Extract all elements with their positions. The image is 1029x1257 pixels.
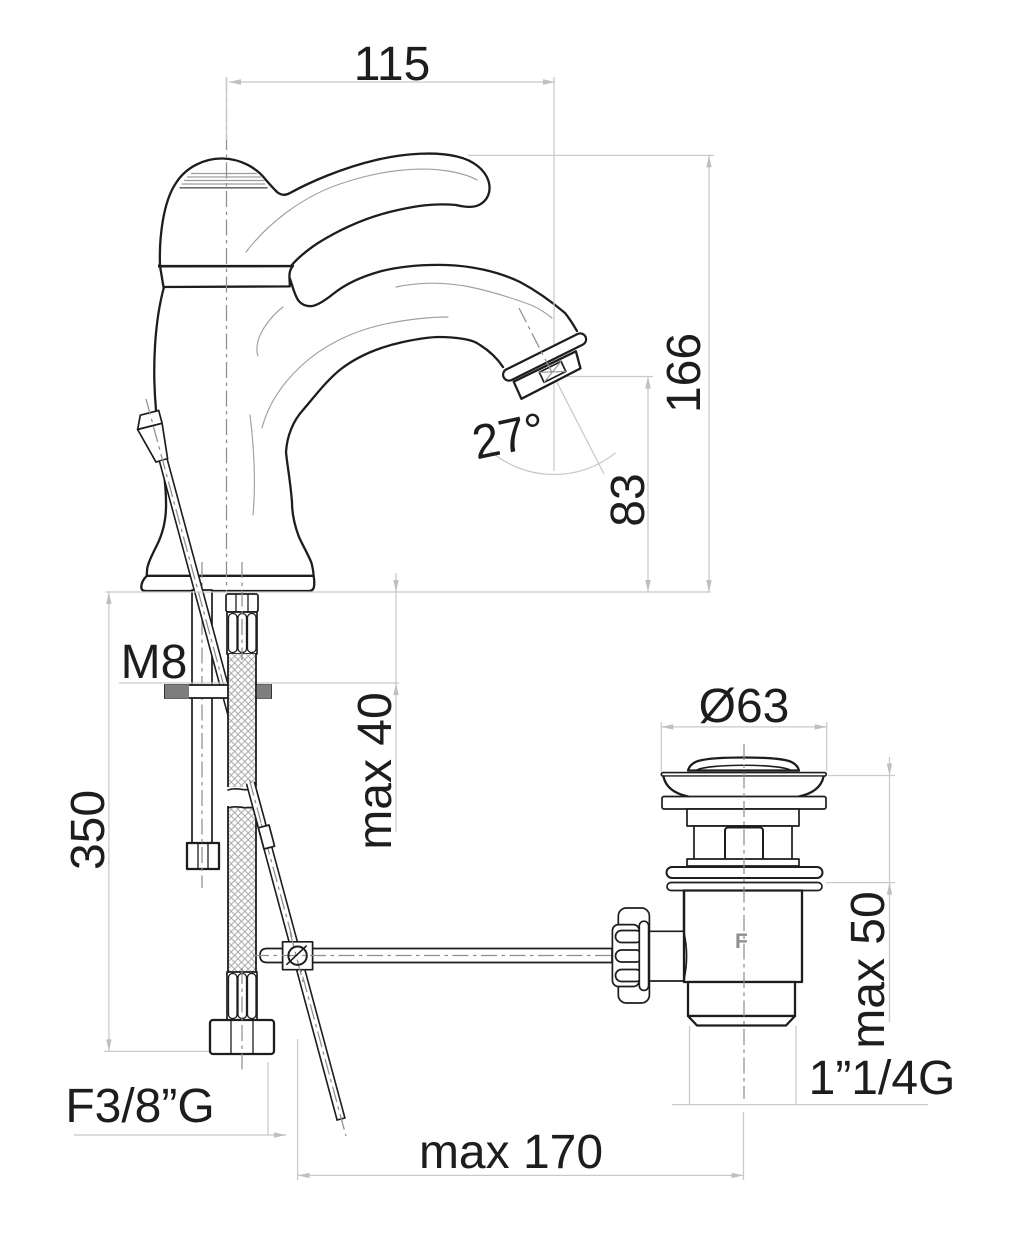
- waste-step: [686, 858, 800, 867]
- base-skirt: [140, 574, 316, 593]
- knob-rib-3: [614, 968, 643, 983]
- dimension-labels: 115 166 83 27° M8 max 40 350 F3/8”G Ø63 …: [62, 38, 955, 1179]
- dim-83-lines-path-2: [645, 580, 651, 592]
- dim-max40-lines: [119, 573, 399, 832]
- popup-rod-in-break-line-3: [248, 779, 264, 829]
- waste-body-mark: F: [735, 930, 748, 953]
- dimension-graphics: [74, 77, 928, 1180]
- waste-tailpiece: [686, 980, 797, 1018]
- spout-end-flange-line-2: [504, 334, 586, 380]
- washer-tab-left: [165, 684, 189, 699]
- label-rod-reach: max 170: [419, 1126, 603, 1179]
- spout-top-edge: [282, 263, 579, 333]
- knob-rib-1: [614, 929, 643, 944]
- label-total-height: 166: [658, 333, 711, 413]
- cap-dome-lever: [158, 152, 491, 268]
- popup-rod-in-break-line-1: [253, 781, 267, 824]
- label-stud-thread: M8: [121, 636, 188, 689]
- dim-f38-lines: [74, 1062, 286, 1138]
- body-left-edge: [145, 285, 168, 577]
- popup-rod-in-break-path-1: [246, 782, 266, 825]
- knob-rib-2: [614, 949, 643, 963]
- popup-rod-joint-sleeve: [257, 824, 276, 850]
- dim-27-lines-path-1: [489, 450, 617, 476]
- aerator-outlet-box: [538, 360, 567, 384]
- pivot-screw: [287, 945, 308, 966]
- dim-o63-lines: [660, 722, 828, 771]
- label-outlet-height: 83: [602, 473, 655, 526]
- label-deck-thickness: max 40: [349, 692, 402, 849]
- label-basin-thickness: max 50: [842, 891, 895, 1048]
- dim-83-lines-path-1: [645, 376, 651, 389]
- knob-edge-capsule: [638, 920, 650, 992]
- dim-27-lines-line-1: [553, 376, 605, 475]
- spout-end-flange: [502, 332, 588, 382]
- washer-tab-right: [257, 684, 271, 699]
- dim-o63-lines-path-2: [814, 724, 827, 730]
- spout-accent-arc-middle: [261, 316, 449, 429]
- popup-knob-cone: [136, 422, 169, 463]
- waste-drain-group: F: [611, 744, 827, 1105]
- dim-115-lines-path-2: [543, 79, 555, 85]
- waste-plug-cap: [686, 756, 801, 772]
- dim-350-lines-path-2: [106, 1039, 112, 1052]
- dim-83-lines: [562, 375, 653, 592]
- dim-27-lines: [489, 376, 617, 476]
- stud-nut: [185, 841, 221, 871]
- dim-max170-lines-path-2: [731, 1172, 744, 1179]
- supply-hose-group: [208, 562, 276, 1072]
- dim-115-lines-path-1: [229, 79, 241, 85]
- hose-braided-body: [226, 654, 267, 972]
- dim-max50-lines: [826, 757, 895, 1022]
- dim-max40-lines-path-1: [393, 580, 399, 592]
- aerator-outlet-box-path-2: [539, 361, 566, 383]
- dim-350-lines-path-1: [106, 592, 112, 604]
- dim-f38-lines-path-1: [274, 1132, 286, 1138]
- dim-max50-lines-path-1: [886, 763, 893, 776]
- spray-axis-centerline: [518, 307, 555, 377]
- waste-knob-hub: [648, 930, 688, 982]
- spout-tip-assembly: [502, 307, 588, 400]
- faucet-fixture: [136, 152, 579, 593]
- popup-linkage-group: [253, 931, 696, 983]
- dim-max40-lines-path-2: [393, 683, 399, 695]
- dim-max170-lines-path-1: [297, 1172, 310, 1179]
- supply-hose-group-rect-6: [246, 972, 257, 1020]
- label-waste-flange-diameter: Ø63: [699, 680, 790, 733]
- body-accent-arc-left: [256, 306, 284, 357]
- label-waste-thread: 1”1/4G: [809, 1052, 956, 1105]
- spout-accent-arc-upper: [395, 282, 553, 319]
- dim-166-lines: [468, 154, 714, 592]
- label-hose-length: 350: [62, 790, 115, 870]
- hose-braided-body-rect-2: [228, 654, 256, 972]
- body-right-edge-and-spout-underside: [284, 335, 505, 577]
- fixing-stud-group: [185, 562, 221, 888]
- dome-grip-lines: [179, 172, 268, 189]
- supply-hose-group-rect-4: [227, 972, 238, 1020]
- dim-max170-lines: [296, 1039, 745, 1180]
- dim-max50-lines-path-2: [886, 882, 893, 895]
- lever-accent-arc: [245, 168, 478, 253]
- supply-hose-group-rect-1: [227, 612, 238, 654]
- popup-rod-in-break: [245, 779, 267, 829]
- popup-rod-in-break-line-2: [245, 783, 259, 826]
- dim-o63-lines-path-1: [661, 724, 674, 730]
- waste-main-body: [682, 889, 804, 984]
- dim-166-lines-path-2: [706, 580, 712, 592]
- label-spout-reach: 115: [354, 38, 431, 91]
- label-spray-angle: 27°: [468, 403, 550, 470]
- popup-rod-centerline-through-square: [289, 931, 304, 983]
- waste-tailpiece-chamfer: [686, 1014, 797, 1027]
- dim-166-lines-path-1: [706, 155, 712, 168]
- dim-115-lines: [225, 77, 555, 471]
- body-accent-arc: [249, 414, 256, 516]
- waste-neck: [686, 808, 800, 827]
- supply-hose-group-rect-3: [246, 612, 257, 654]
- waste-pivot-knob: [611, 907, 651, 1004]
- pivot-screw-slot: [286, 945, 308, 966]
- label-hose-nut-thread: F3/8”G: [65, 1080, 214, 1133]
